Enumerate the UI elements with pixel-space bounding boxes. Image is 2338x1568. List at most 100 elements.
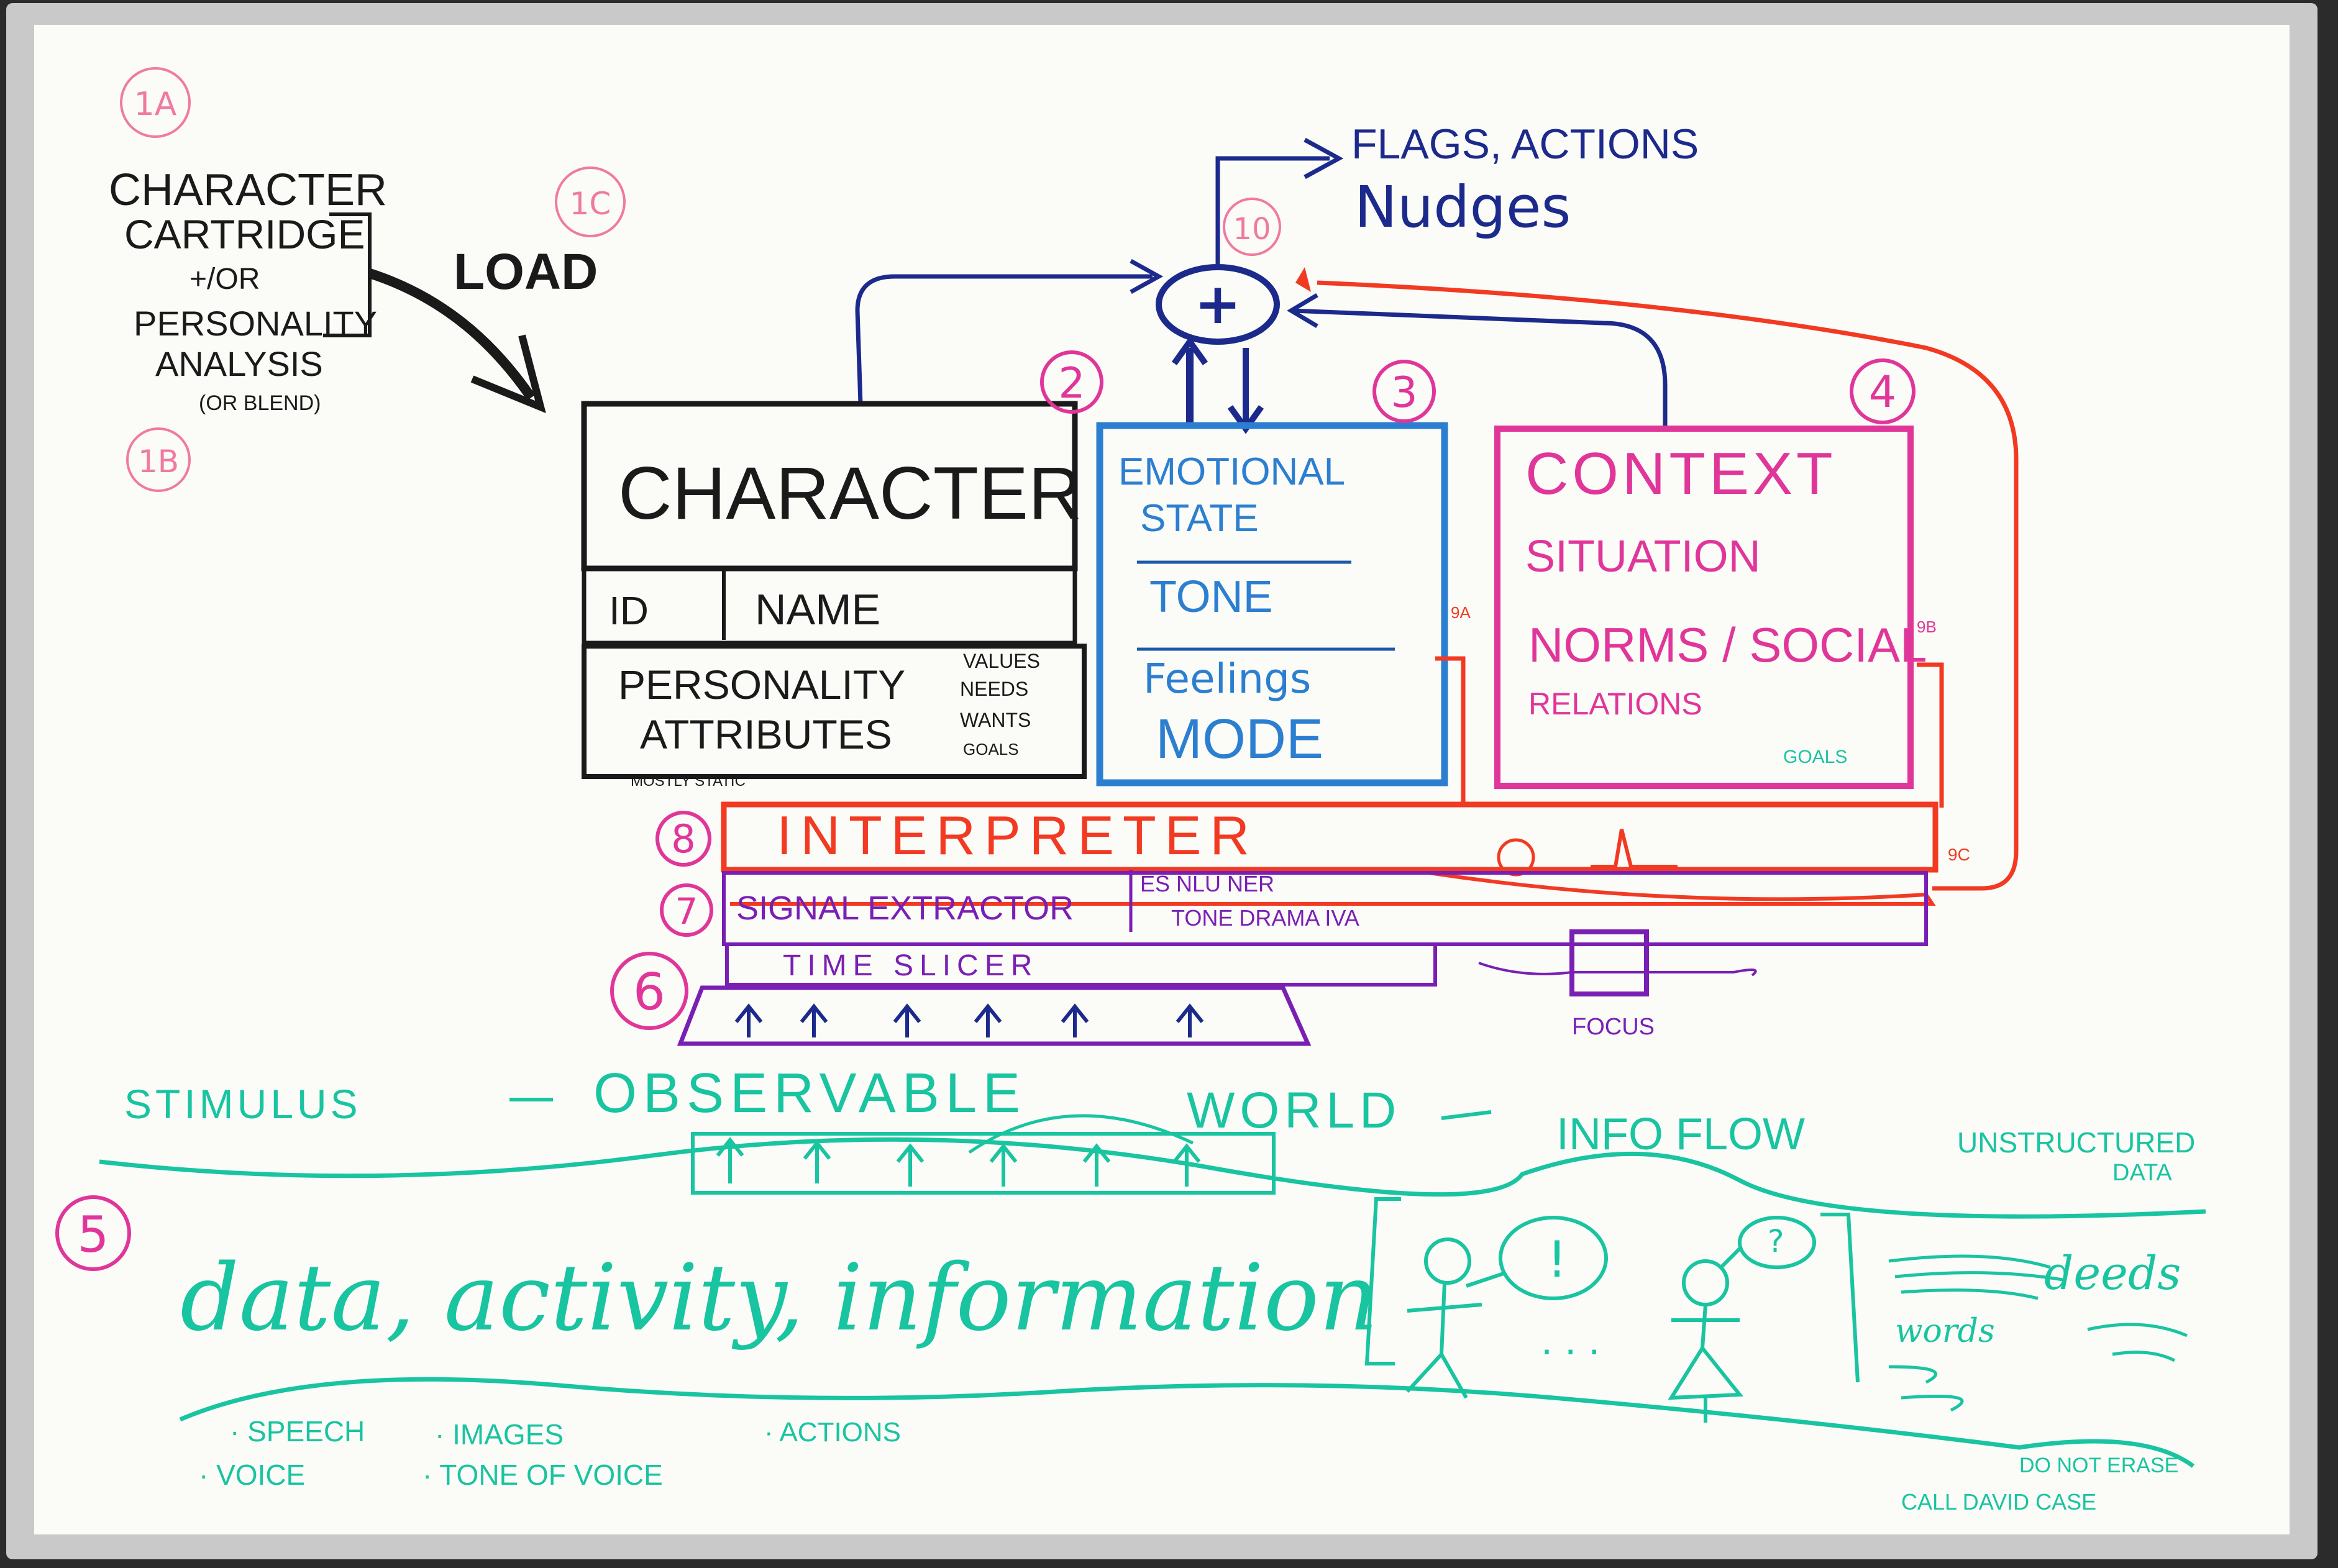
character-id: ID <box>609 588 649 633</box>
emotional-line2: STATE <box>1140 497 1259 540</box>
upper-wave <box>99 1137 2206 1219</box>
label-1a-circle <box>120 67 191 138</box>
label-9b: 9B <box>1917 618 1937 636</box>
context-box: CONTEXT SITUATION NORMS / SOCIAL RELATIO… <box>1435 358 1944 808</box>
funnel-arrow-3 <box>893 1003 921 1037</box>
person-left-head <box>1424 1238 1471 1285</box>
character-title: CHARACTER <box>618 452 1082 535</box>
funnel-arrow-6 <box>1176 1003 1204 1037</box>
source-section: 1A 1B 1C CHARACTER CARTRIDGE +/OR PERSON… <box>109 67 626 492</box>
character-to-sum-arrow <box>855 274 1153 404</box>
context-to-sum-arrowhead <box>1287 293 1318 329</box>
source-line-cartridge: CARTRIDGE <box>124 211 365 257</box>
character-wants: WANTS <box>960 709 1031 731</box>
interpreter-spike-icon <box>1591 829 1678 868</box>
funnel-arrow-1 <box>734 1003 763 1037</box>
label-8-circle <box>655 811 711 867</box>
interpreter-underline <box>730 871 1936 906</box>
sensor-arrow-6 <box>1172 1143 1201 1187</box>
label-4: 4 <box>1869 367 1897 417</box>
dont-erase-line2: CALL DAVID CASE <box>1901 1489 2096 1515</box>
emotional-mode: MODE <box>1156 708 1323 770</box>
world-label: WORLD <box>1187 1082 1401 1139</box>
time-slicer-label: TIME SLICER <box>783 949 1038 982</box>
label-10-circle <box>1223 198 1281 256</box>
character-box: CHARACTER ID NAME PERSONALITY ATTRIBUTES… <box>581 350 1103 790</box>
character-attributes-cell <box>582 644 1087 779</box>
label-1a: 1A <box>134 86 177 123</box>
character-to-sum-arrowhead <box>1130 258 1164 294</box>
emotional-up-arrowhead <box>1171 336 1208 365</box>
bullet-speech: · SPEECH <box>230 1415 365 1447</box>
output-arrowhead <box>1304 137 1344 180</box>
character-name: NAME <box>755 585 880 634</box>
stimulus-section: STIMULUS OBSERVABLE WORLD INFO FLOW UNST… <box>55 1062 2206 1515</box>
sensor-arrow-1 <box>716 1137 744 1183</box>
scene-bracket-left <box>1364 1197 1401 1365</box>
label-6: 6 <box>633 963 665 1022</box>
output-section: + 10 FLAGS, ACTIONS Nudges 9C <box>855 121 2019 891</box>
sum-symbol: + <box>1194 271 1241 337</box>
sensor-arrow-2 <box>803 1140 831 1183</box>
scene-bracket-right <box>1820 1213 1860 1383</box>
funnel-arrow-4 <box>974 1003 1002 1037</box>
sensor-arrow-5 <box>1082 1143 1111 1187</box>
character-id-row <box>582 566 1077 645</box>
load-arrowhead <box>470 334 546 414</box>
flow-line-7 <box>2112 1351 2176 1362</box>
source-line-or: +/OR <box>190 263 260 296</box>
interpreter-feedback-arrowhead <box>1295 267 1311 292</box>
speech-bubble-right <box>1738 1216 1816 1269</box>
context-border <box>1494 426 1914 789</box>
speech-bubble-left-tail <box>1466 1272 1504 1288</box>
input-funnel <box>677 985 1312 1046</box>
stimulus-label: STIMULUS <box>124 1081 362 1127</box>
sensor-strip <box>691 1132 1276 1195</box>
flow-line-1 <box>1888 1254 2051 1269</box>
label-4-circle <box>1850 358 1916 424</box>
label-2: 2 <box>1058 359 1085 408</box>
label-1b-circle <box>126 427 191 492</box>
flow-line-4 <box>1888 1365 1938 1384</box>
person-left-body <box>1405 1282 1482 1399</box>
emotional-tone: TONE <box>1149 572 1273 622</box>
scene-deeds: deeds <box>2044 1247 2181 1300</box>
bullet-tone-of-voice: · TONE OF VOICE <box>422 1459 663 1491</box>
bullet-images: · IMAGES <box>435 1418 564 1451</box>
character-note: MOSTLY STATIC <box>631 773 746 790</box>
flow-lines <box>1888 1254 2188 1412</box>
speech-bubble-left-text: ! <box>1547 1231 1567 1288</box>
flow-line-3 <box>1901 1288 2039 1300</box>
label-10: 10 <box>1233 212 1271 247</box>
person-figure-left <box>1405 1238 1482 1399</box>
flow-line-6 <box>2087 1323 2188 1338</box>
load-label: LOAD <box>454 244 598 300</box>
person-figure-right <box>1668 1259 1744 1423</box>
interpreter-stack: INTERPRETER 8 SIGNAL EXTRACTOR ES NLU NE… <box>610 801 1938 1046</box>
interpreter-feedback-arrow <box>1317 280 2019 891</box>
context-to-sum-arrow <box>1292 308 1668 426</box>
flow-line-5 <box>1901 1395 1964 1412</box>
speech-bubble-left <box>1499 1216 1608 1300</box>
emotional-feelings: Feelings <box>1143 655 1311 703</box>
character-personality: PERSONALITY <box>618 662 905 708</box>
label-2-circle <box>1040 350 1103 414</box>
sensor-arrow-3 <box>896 1143 925 1187</box>
emotional-state-border <box>1096 422 1448 786</box>
label-9c: 9C <box>1948 845 1970 864</box>
interpreter-label: INTERPRETER <box>777 805 1258 866</box>
label-7: 7 <box>675 890 698 932</box>
data-label: DATA <box>2112 1160 2172 1186</box>
character-needs: NEEDS <box>960 678 1028 700</box>
load-arrow <box>368 268 536 401</box>
character-values: VALUES <box>963 650 1040 672</box>
character-goals: GOALS <box>963 740 1019 759</box>
context-title: CONTEXT <box>1525 440 1837 507</box>
scene-words: words <box>1895 1313 1995 1350</box>
signal-notes-line1: ES NLU NER <box>1140 871 1274 896</box>
sensor-arrows <box>716 1137 1201 1187</box>
funnel-arrows <box>734 1003 1204 1037</box>
source-line-analysis: ANALYSIS <box>155 344 323 383</box>
label-5-circle <box>55 1195 131 1271</box>
